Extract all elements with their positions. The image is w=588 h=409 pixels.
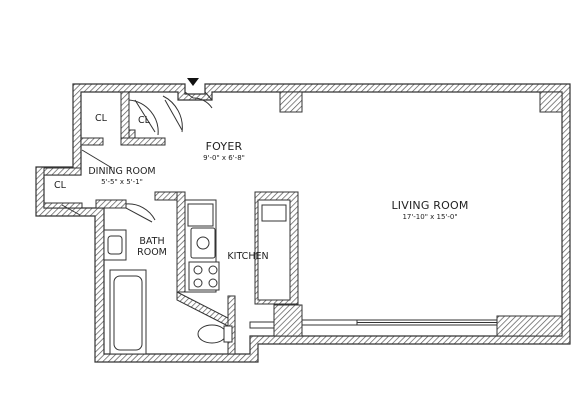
windows bbox=[249, 319, 498, 329]
doors bbox=[61, 91, 213, 223]
burner-icon bbox=[193, 278, 203, 288]
bath-label-line1: BATH bbox=[139, 236, 164, 247]
bathroom-fixtures bbox=[103, 229, 233, 355]
burner-icon bbox=[208, 278, 218, 288]
closet-label-3: CL bbox=[54, 180, 67, 191]
dining-room-dims: 5'-5" x 5'-1" bbox=[101, 178, 143, 186]
bath-label-line2: ROOM bbox=[137, 247, 167, 258]
dining-room-label: DINING ROOM bbox=[88, 166, 155, 177]
entry-arrow-icon bbox=[187, 78, 199, 86]
kitchen-label: KITCHEN bbox=[227, 251, 268, 262]
closet-label-2: CL bbox=[138, 115, 151, 126]
foyer-label: FOYER bbox=[206, 140, 243, 153]
kitchen-fixtures bbox=[184, 199, 291, 301]
interior-walls bbox=[43, 91, 236, 355]
foyer-dims: 9'-0" x 6'-8" bbox=[203, 154, 245, 162]
exterior-walls bbox=[35, 83, 571, 363]
living-room-label: LIVING ROOM bbox=[391, 199, 468, 212]
living-room-dims: 17'-10" x 15'-0" bbox=[402, 213, 457, 221]
burner-icon bbox=[208, 265, 218, 275]
closet-label-1: CL bbox=[95, 113, 108, 124]
burner-icon bbox=[193, 265, 203, 275]
